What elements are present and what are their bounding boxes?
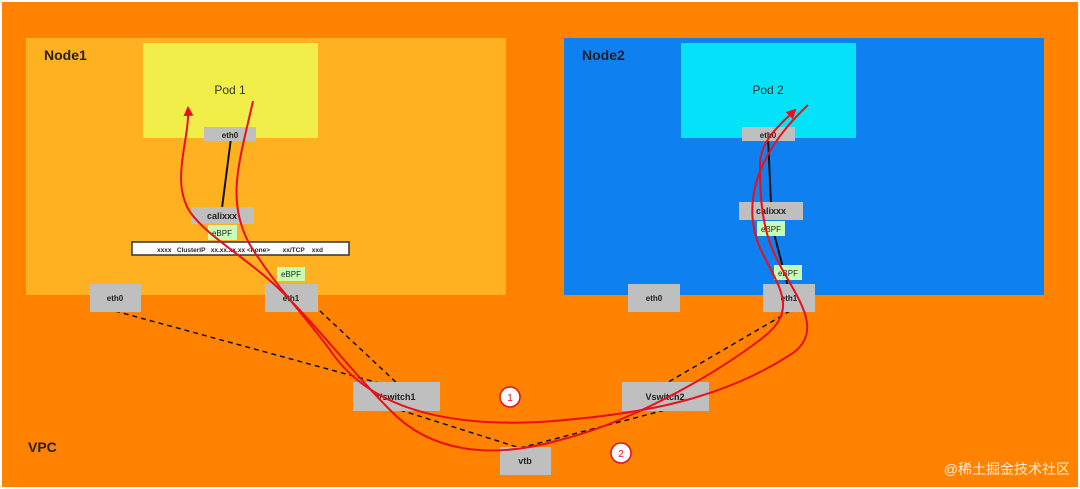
node1-eth0-label: eth0	[107, 294, 124, 303]
vtb-vswitch2-link	[519, 409, 666, 449]
node2-eth1-vswitch2-link	[664, 310, 791, 385]
vswitch1-label: Vswitch1	[376, 392, 415, 402]
pod1-label: Pod 1	[214, 83, 246, 97]
node2-pod-eth0	[742, 127, 795, 141]
node2-eth0	[628, 284, 680, 312]
node1-ebpf-eth1	[277, 267, 305, 281]
vtb-box	[500, 447, 551, 475]
node2-label: Node2	[582, 47, 625, 63]
pod2-label: Pod 2	[752, 83, 784, 97]
node2-pod-eth0-label: eth0	[760, 131, 777, 140]
node1-eth0	[90, 284, 141, 312]
node1-cali-label: calixxx	[207, 211, 237, 221]
path-2-traffic	[180, 104, 809, 452]
node1-pod-eth0-label: eth0	[222, 131, 239, 140]
node2-ebpf-cali-label: eBPF	[761, 225, 781, 234]
vtb-label: vtb	[518, 456, 532, 466]
node1-eth1	[265, 284, 318, 312]
pod1-box	[143, 43, 318, 138]
marker-2	[610, 442, 632, 464]
node2-ebpf-eth1-label: eBPF	[778, 269, 798, 278]
marker-1	[499, 386, 521, 408]
node1-service-row-text: xxxx ClusterIP xx.xx.xx.xx <none> xx/TCP…	[157, 247, 323, 254]
node2-cali-label: calixxx	[756, 206, 786, 216]
node1-eth1-label: eth1	[283, 294, 300, 303]
node2-eth0-label: eth0	[646, 294, 663, 303]
vswitch2-label: Vswitch2	[645, 392, 684, 402]
node2-eth1-label: eth1	[781, 294, 798, 303]
dashed-links	[114, 310, 791, 449]
node1-veth-link	[221, 137, 232, 209]
marker-1-label: 1	[507, 393, 513, 404]
node2-cali	[739, 202, 803, 220]
watermark: @稀土掘金技术社区	[944, 461, 1070, 477]
vpc-label: VPC	[28, 439, 57, 455]
node1-ebpf-cali-label: eBPF	[212, 229, 232, 238]
node1-ebpf-eth1-label: eBPF	[281, 270, 301, 279]
node1-label: Node1	[44, 47, 87, 63]
node1-pod-eth0	[204, 127, 256, 141]
path-1-traffic	[235, 100, 809, 424]
node1-eth0-vswitch1-link	[114, 310, 391, 387]
vswitch1-vtb-link	[399, 409, 521, 449]
node1-eth1-vswitch1-link	[319, 310, 401, 387]
node2-eth1	[763, 284, 815, 312]
node1-service-row	[131, 241, 350, 256]
node2-veth-link	[767, 137, 772, 204]
marker-2-label: 2	[618, 449, 624, 460]
pod2-box	[681, 43, 856, 138]
